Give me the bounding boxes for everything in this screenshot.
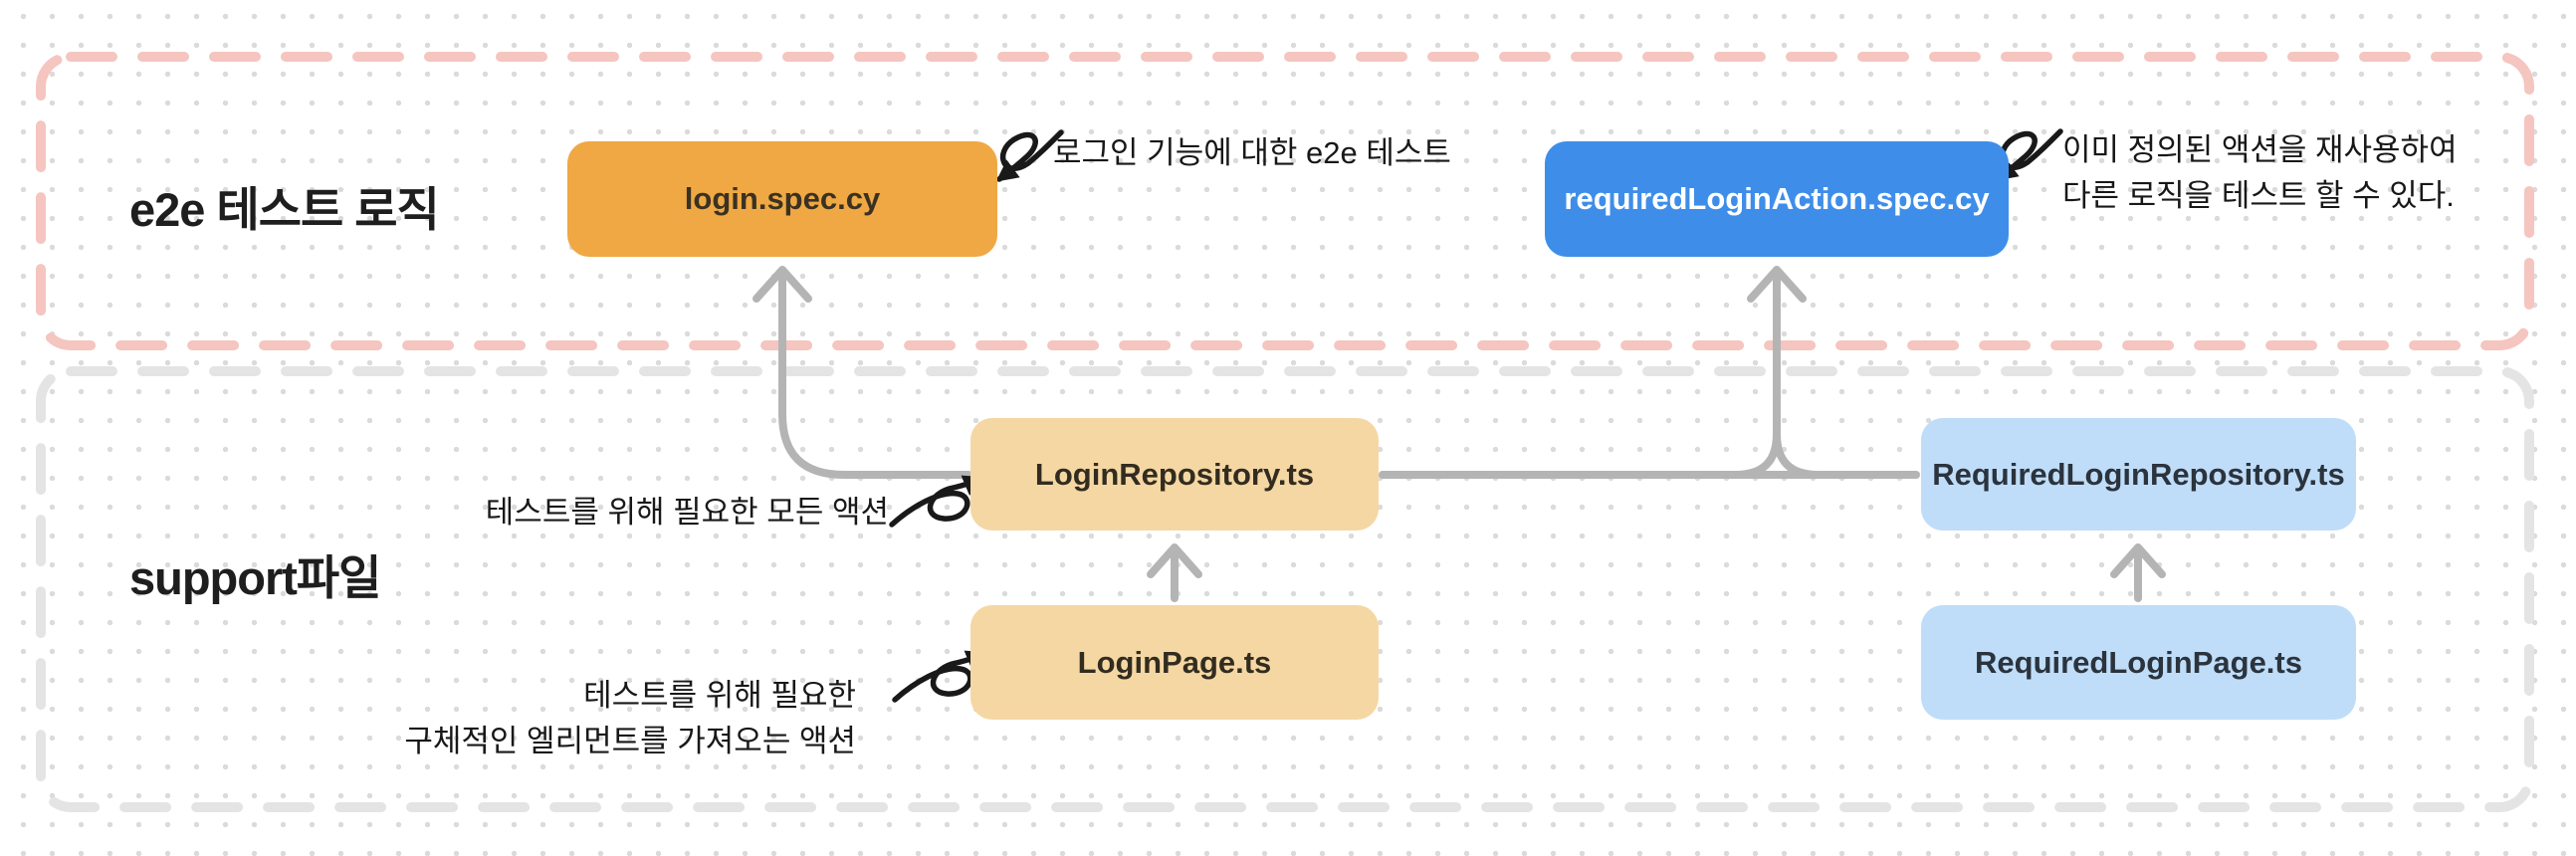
arrowhead-requiredloginrepository [2110, 543, 2166, 578]
support-section-label: support파일 [129, 551, 381, 604]
arrowhead-requiredloginaction [1747, 266, 1807, 303]
note-login-repository: 테스트를 위해 필요한 모든 액션 [485, 495, 889, 530]
note-login-spec: 로그인 기능에 대한 e2e 테스트 [1053, 135, 1451, 170]
connector-loginrepository-to-loginspec [778, 269, 972, 479]
node-login-repository: LoginRepository.ts [970, 418, 1379, 531]
hand-arrow-curl-loginspec-icon [995, 129, 1064, 182]
node-required-login-repository: RequiredLoginRepository.ts [1921, 418, 2356, 531]
node-login-spec: login.spec.cy [567, 141, 997, 257]
e2e-section-label: e2e 테스트 로직 [129, 183, 440, 236]
note-required-login-action: 이미 정의된 액션을 재사용하여 다른 로직을 테스트 할 수 있다. [2062, 127, 2458, 219]
note-login-page: 테스트를 위해 필요한 구체적인 엘리먼트를 가져오는 액션 [398, 673, 856, 764]
note-login-page-line2: 구체적인 엘리먼트를 가져오는 액션 [404, 724, 856, 758]
branch-fillet-left [1732, 430, 1781, 479]
node-login-page: LoginPage.ts [970, 605, 1379, 720]
e2e-section-frame [36, 52, 2534, 350]
branch-fillet-right [1773, 430, 1822, 479]
node-required-login-page: RequiredLoginPage.ts [1921, 605, 2356, 720]
hand-arrow-curl-requiredloginaction-icon [1995, 128, 2063, 181]
note-required-login-action-line1: 이미 정의된 액션을 재사용하여 [2062, 132, 2458, 167]
hand-arrow-loop-loginpage-icon [892, 650, 989, 703]
arrowhead-loginrepository [1147, 543, 1202, 578]
note-required-login-action-line2: 다른 로직을 테스트 할 수 있다. [2062, 178, 2455, 213]
support-section-frame [36, 366, 2534, 812]
node-required-login-action-spec: requiredLoginAction.spec.cy [1545, 141, 2009, 257]
note-login-page-line1: 테스트를 위해 필요한 [583, 678, 856, 713]
arrowhead-loginspec [752, 266, 812, 303]
hand-arrow-loop-loginrepository-icon [889, 475, 986, 528]
